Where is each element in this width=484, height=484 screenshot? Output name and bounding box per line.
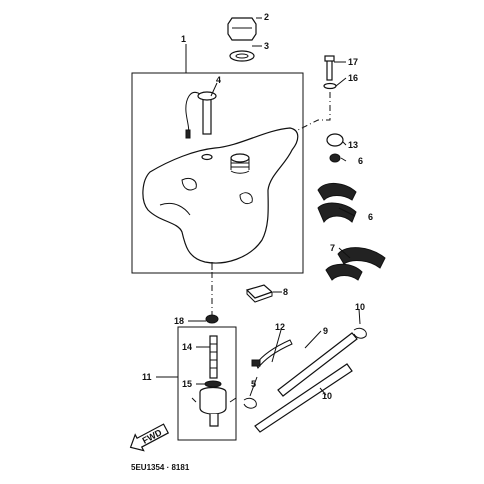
vacuum-hose xyxy=(255,339,293,369)
callout-4: 4 xyxy=(216,75,221,85)
pad-side xyxy=(246,290,273,303)
alignment-line-bolt xyxy=(297,92,331,131)
tank-damper-lower xyxy=(325,247,386,281)
callout-18: 15 xyxy=(182,379,192,389)
fuel-sender-body xyxy=(202,95,212,135)
hose-clip-upper xyxy=(353,327,367,339)
washer xyxy=(323,82,337,90)
fuel-sender-connector xyxy=(185,129,191,139)
callout-10b: 5 xyxy=(251,379,256,389)
damper xyxy=(326,133,344,147)
callout-15: 11 xyxy=(142,372,152,382)
callout-1: 1 xyxy=(181,34,186,44)
tank-filler-thread xyxy=(230,158,250,174)
fuel-cap xyxy=(227,17,257,41)
callout-3: 3 xyxy=(264,41,269,51)
strainer xyxy=(209,335,218,379)
vacuum-hose-fitting xyxy=(251,359,261,367)
callout-2: 2 xyxy=(264,12,269,22)
fuel-tank xyxy=(142,127,299,264)
callout-14: 17 xyxy=(348,57,358,67)
pad xyxy=(245,284,274,299)
hose-clip-lower xyxy=(243,397,257,409)
callout-13: 16 xyxy=(348,73,358,83)
breather-hose xyxy=(254,363,353,433)
fuel-sender-wire xyxy=(185,92,201,137)
callout-7: 8 xyxy=(283,287,288,297)
nut xyxy=(205,314,219,324)
callout-10a: 10 xyxy=(355,302,365,312)
callout-6b: 7 xyxy=(330,243,335,253)
fuel-cock-lever xyxy=(191,397,237,403)
tank-damper-upper xyxy=(317,183,357,223)
callout-16: 18 xyxy=(174,316,184,326)
tank-recess-right xyxy=(239,192,253,205)
tank-assembly-frame xyxy=(131,72,304,274)
bolt-head xyxy=(324,55,335,62)
strainer-mesh xyxy=(210,343,217,369)
callout-9: 10 xyxy=(322,391,332,401)
bolt xyxy=(326,59,333,81)
fuel-sender-top xyxy=(197,91,217,101)
callout-5: 6 xyxy=(358,156,363,166)
cap-gasket xyxy=(229,50,255,62)
fuel-hose xyxy=(277,332,358,397)
leader-lines xyxy=(156,17,361,397)
callout-6a: 6 xyxy=(368,212,373,222)
tank-recess-left xyxy=(181,177,197,191)
cap-gasket-hole xyxy=(235,53,249,59)
fuel-cock-frame xyxy=(177,326,237,441)
collar xyxy=(329,153,341,163)
callout-8: 9 xyxy=(323,326,328,336)
callout-12: 12 xyxy=(275,322,285,332)
fwd-arrow: FWD xyxy=(129,423,170,452)
fuel-cock-outlet xyxy=(209,414,219,427)
tank-fold-line xyxy=(159,202,191,216)
fuel-cock-body xyxy=(199,386,227,415)
tank-filler-neck xyxy=(230,153,250,163)
o-ring xyxy=(204,380,222,388)
drawing-code: 5EU1354 · 8181 xyxy=(131,463,190,472)
tank-hole xyxy=(201,153,213,161)
callout-11: 13 xyxy=(348,140,358,150)
callout-17: 14 xyxy=(182,342,192,352)
